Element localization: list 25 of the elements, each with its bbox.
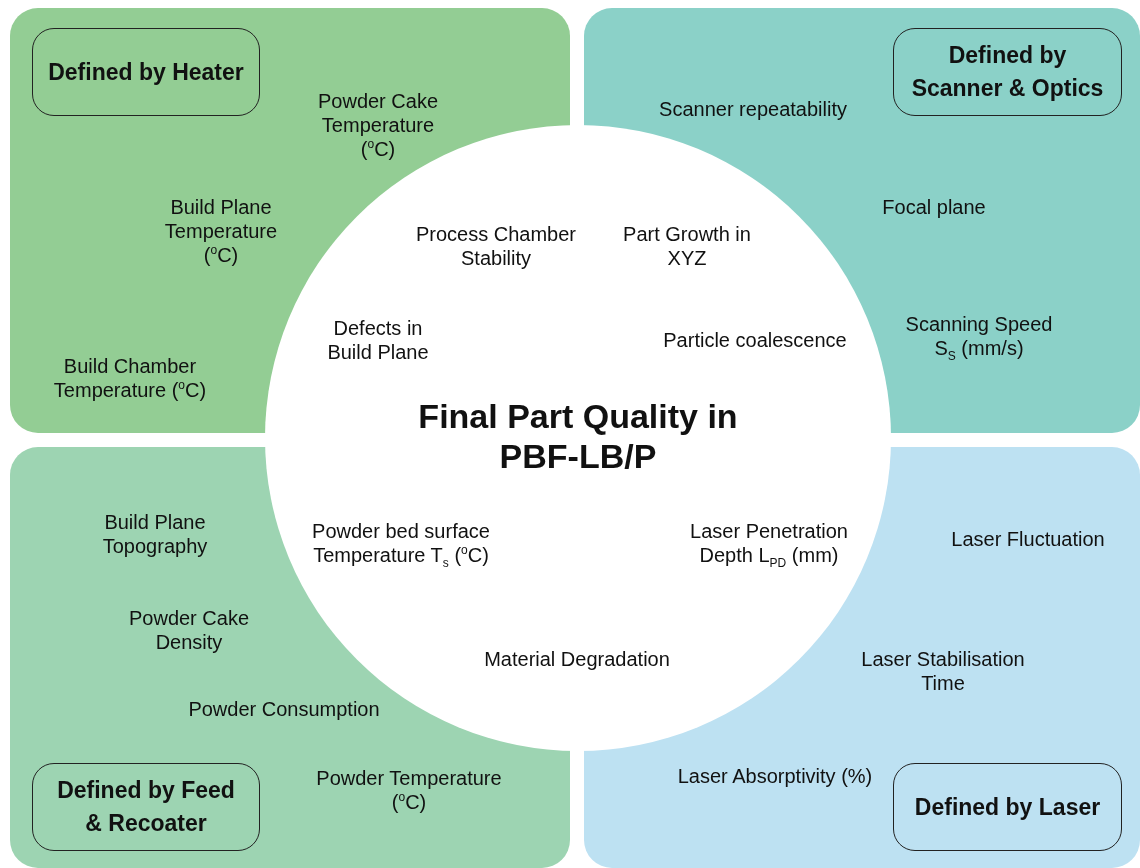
factor-label: Scanner repeatability <box>658 97 848 121</box>
factor-label: Process Chamber Stability <box>414 222 578 270</box>
factor-label: Powder bed surface Temperature T$_{s}$ ($^{o}$C) <box>311 519 491 567</box>
factor-label: Focal plane <box>881 195 987 219</box>
factor-label: Laser Penetration Depth L$_{PD}$ (mm) <box>689 519 849 567</box>
factor-label: Build Plane Temperature ($^{o}$C) <box>163 195 279 267</box>
heading-box: Defined by Heater <box>32 28 260 116</box>
factor-label: Laser Fluctuation <box>950 527 1106 551</box>
factor-label: Build Chamber Temperature ($^{o}$C) <box>52 354 208 402</box>
factor-label: Powder Cake Temperature ($^{o}$C) <box>316 89 440 161</box>
heading-box: Defined by Laser <box>893 763 1122 851</box>
circle-title: Final Part Quality in PBF-LB/P <box>417 396 739 476</box>
heading-box: Defined by Scanner & Optics <box>893 28 1122 116</box>
factor-label: Scanning Speed S$_{S}$ (mm/s) <box>904 312 1054 360</box>
factor-label: Material Degradation <box>483 647 671 671</box>
factor-label: Build Plane Topography <box>101 510 209 558</box>
factor-label: Defects in Build Plane <box>326 316 430 364</box>
heading-box: Defined by Feed & Recoater <box>32 763 260 851</box>
factor-label: Laser Absorptivity (%) <box>676 764 874 788</box>
factor-label: Powder Consumption <box>187 697 381 721</box>
factor-label: Laser Stabilisation Time <box>860 647 1026 695</box>
factor-label: Powder Cake Density <box>127 606 251 654</box>
factor-label: Particle coalescence <box>662 328 848 352</box>
factor-label: Part Growth in XYZ <box>622 222 752 270</box>
factor-label: Powder Temperature ($^{o}$C) <box>315 766 503 814</box>
